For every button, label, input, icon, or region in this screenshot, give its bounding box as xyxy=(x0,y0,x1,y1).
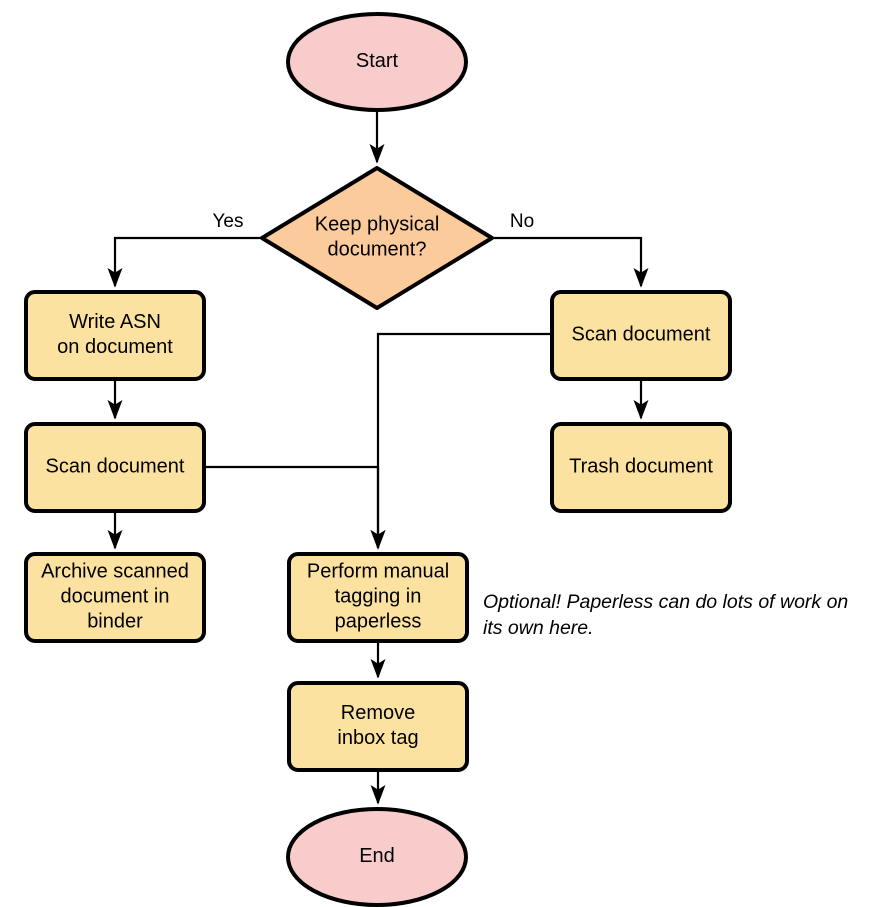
edge-scan-document-left-to-manual-tagging xyxy=(204,465,386,550)
node-end[interactable]: End xyxy=(286,807,468,907)
process-shape xyxy=(287,681,469,772)
edge-label-no: No xyxy=(510,211,534,232)
process-shape xyxy=(24,552,206,643)
terminator-shape xyxy=(286,12,468,112)
process-shape xyxy=(550,290,732,381)
annotations-layer: Optional! Paperless can do lots of work … xyxy=(483,591,848,639)
node-trash-document[interactable]: Trash document xyxy=(550,422,732,513)
node-label-scan-document-left: Scan document xyxy=(46,456,185,478)
annotation-note-optional: Optional! Paperless can do lots of work … xyxy=(483,591,848,639)
node-start[interactable]: Start xyxy=(286,12,468,112)
terminator-shape xyxy=(286,807,468,907)
node-scan-document-right[interactable]: Scan document xyxy=(550,290,732,381)
edge-keep-physical-to-scan-document-right xyxy=(492,236,649,288)
edge-keep-physical-to-write-asn xyxy=(107,236,262,288)
edge-label-yes: Yes xyxy=(213,211,244,232)
node-label-start: Start xyxy=(356,50,399,72)
node-label-trash-document: Trash document xyxy=(569,456,713,478)
node-label-end: End xyxy=(359,845,395,867)
process-shape xyxy=(24,290,206,381)
edge-labels-layer: Yes No xyxy=(213,211,535,232)
edges-layer xyxy=(107,110,649,805)
node-scan-document-left[interactable]: Scan document xyxy=(24,422,206,513)
process-shape xyxy=(287,552,469,643)
node-label-scan-document-right: Scan document xyxy=(572,324,711,346)
process-shape xyxy=(24,422,206,513)
process-shape xyxy=(550,422,732,513)
edge-scan-document-right-to-manual-tagging xyxy=(370,332,552,550)
decision-shape xyxy=(260,166,494,310)
